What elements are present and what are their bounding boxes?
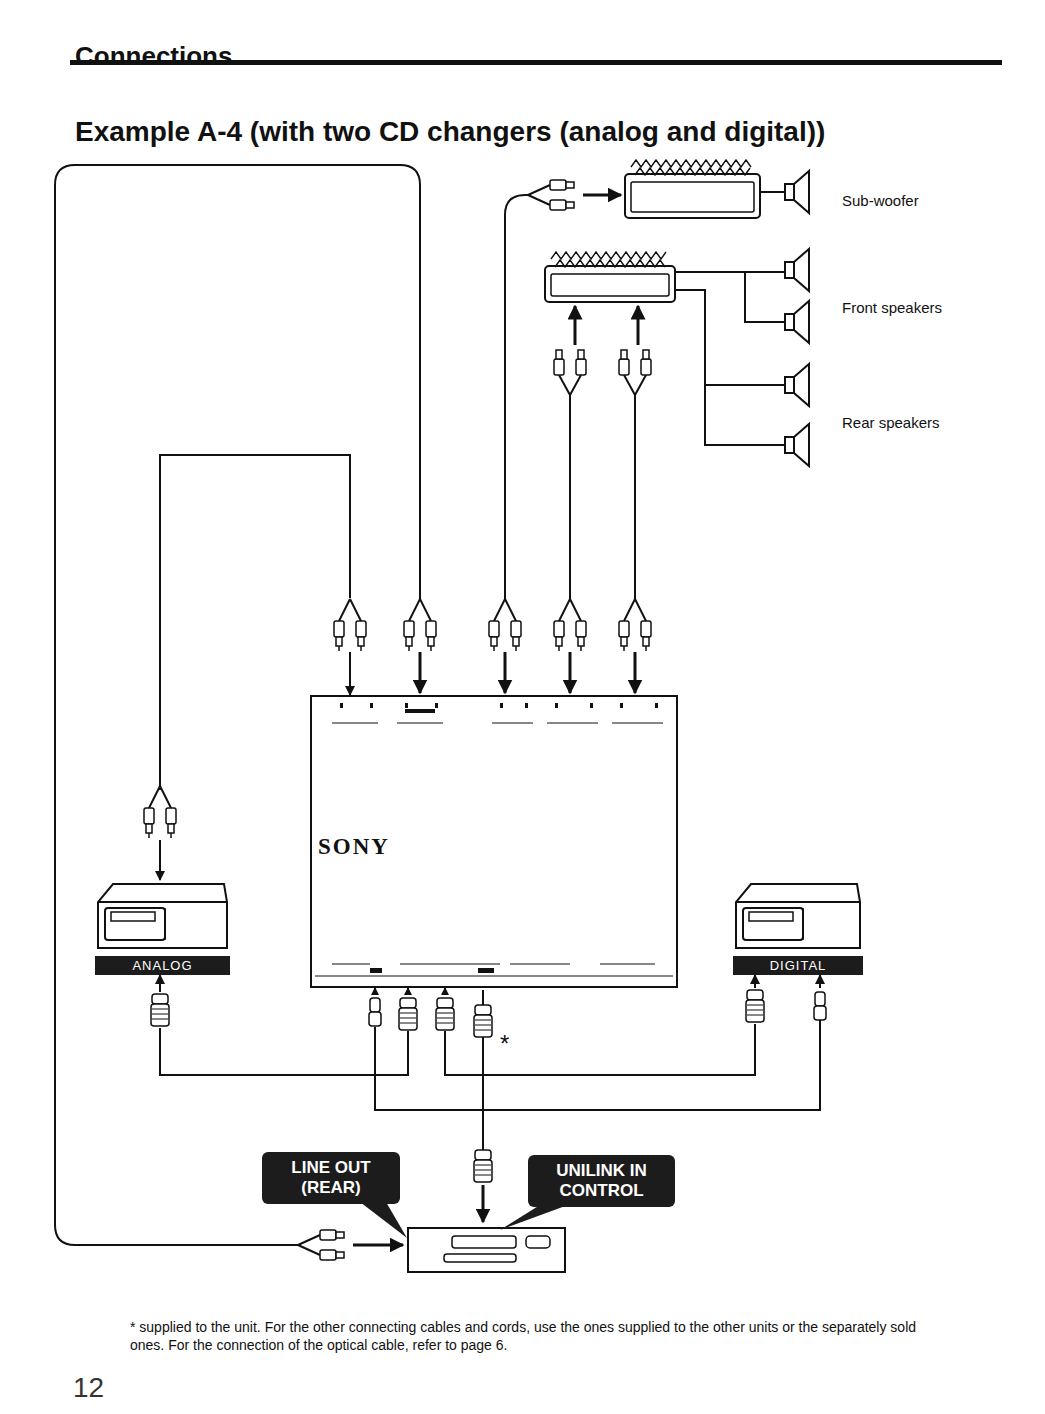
rca-plug-pair [144, 786, 176, 838]
speaker [785, 249, 809, 291]
din-plug [151, 994, 169, 1026]
changer-illustration [733, 880, 863, 952]
insert-arrow [637, 306, 640, 345]
changer-tag: ANALOG [95, 956, 230, 975]
din-plug [436, 998, 454, 1030]
speaker-wire [675, 290, 785, 445]
page-heading: Connections [75, 40, 232, 74]
cd-changer: ANALOG [95, 880, 230, 975]
din-plug [746, 990, 764, 1022]
unilink-cable [445, 975, 755, 1075]
rca-plug-pair [298, 1230, 344, 1260]
callout-box: LINE OUT (REAR) [262, 1152, 400, 1204]
footnote-mark: * [500, 1028, 509, 1059]
page-number: 12 [73, 1370, 104, 1406]
callout-pointer [500, 1205, 568, 1230]
rca-plug-pair [404, 599, 436, 651]
insert-arrow [419, 652, 422, 693]
processor-unit: SONY [310, 695, 678, 988]
speaker-wire [675, 272, 785, 322]
cover [813, 988, 827, 1020]
callout-pointer [360, 1202, 407, 1238]
optical-plug [814, 992, 826, 1020]
speaker-label: Sub-woofer [842, 191, 919, 211]
amplifier [625, 160, 760, 218]
cable [634, 395, 636, 600]
optical-plug [369, 998, 381, 1026]
din-plug [474, 1005, 492, 1037]
speaker-label: Front speakers [842, 298, 942, 318]
cover [330, 598, 370, 652]
rca-plug-pair [554, 350, 586, 395]
amplifier [545, 252, 675, 302]
insert-arrow [634, 652, 637, 693]
rca-plug-pair [554, 599, 586, 651]
speaker [785, 301, 809, 343]
insert-arrow [569, 652, 572, 693]
unilink-cable [160, 975, 408, 1075]
insert-arrow [583, 194, 621, 197]
cover [397, 995, 419, 1031]
speaker [785, 424, 809, 466]
footnote: * supplied to the unit. For the other co… [130, 1318, 930, 1354]
diagram-title: Example A-4 (with two CD changers (analo… [75, 116, 825, 148]
callout-text: LINE OUT (REAR) [272, 1158, 390, 1198]
insert-arrow [504, 652, 507, 693]
cd-changer: DIGITAL [733, 880, 863, 975]
brand-name: SONY [318, 834, 390, 860]
rca-plug-pair [334, 599, 366, 651]
din-plug [474, 1150, 492, 1182]
speaker [785, 364, 809, 406]
rca-plug-pair [528, 180, 574, 210]
cover [150, 992, 170, 1028]
speaker [785, 171, 809, 213]
cable [569, 395, 571, 600]
rca-plug-pair [619, 599, 651, 651]
cable [505, 195, 530, 600]
cover [140, 790, 180, 840]
callout-text: UNILINK IN CONTROL [538, 1161, 665, 1201]
optical-cable [375, 975, 820, 1110]
speaker-label: Rear speakers [842, 413, 940, 433]
head-unit [408, 1228, 565, 1272]
cover [434, 995, 456, 1031]
cover [368, 995, 382, 1027]
din-plug [399, 998, 417, 1030]
rca-plug-pair [489, 599, 521, 651]
changer-tag: DIGITAL [733, 956, 863, 975]
insert-arrow [482, 1185, 485, 1222]
insert-arrow [574, 306, 577, 345]
insert-arrow [353, 1244, 403, 1247]
changer-illustration [95, 880, 230, 952]
rca-plug-pair [619, 350, 651, 395]
cover [745, 988, 767, 1024]
speaker-wire [760, 191, 785, 193]
callout-box: UNILINK IN CONTROL [528, 1155, 675, 1207]
